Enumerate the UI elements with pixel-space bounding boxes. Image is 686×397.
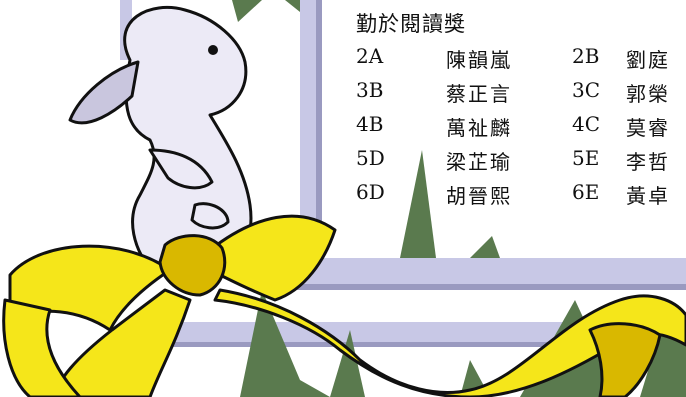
student-name: 李哲 <box>626 150 670 174</box>
class-label: 6D <box>356 180 385 204</box>
class-label: 2B <box>572 44 600 68</box>
class-label: 3C <box>572 78 601 102</box>
award-title: 勤於閱讀獎 <box>356 12 466 36</box>
class-label: 4B <box>356 112 384 136</box>
student-name: 黃卓 <box>626 184 670 208</box>
student-name: 胡晉熙 <box>446 184 512 208</box>
class-label: 4C <box>572 112 601 136</box>
ribbon-bow <box>2 214 686 397</box>
class-label: 5E <box>572 146 600 170</box>
class-label: 5D <box>356 146 385 170</box>
student-name: 莫睿 <box>626 116 670 140</box>
student-name: 萬祉麟 <box>446 116 512 140</box>
class-label: 3B <box>356 78 384 102</box>
student-name: 劉庭 <box>626 48 670 72</box>
student-name: 梁芷瑜 <box>446 150 512 174</box>
rabbit-figure <box>68 5 253 274</box>
class-label: 6E <box>572 180 600 204</box>
student-name: 郭榮 <box>626 82 670 106</box>
student-name: 蔡正言 <box>446 82 512 106</box>
student-name: 陳韻嵐 <box>446 48 512 72</box>
class-label: 2A <box>356 44 384 68</box>
